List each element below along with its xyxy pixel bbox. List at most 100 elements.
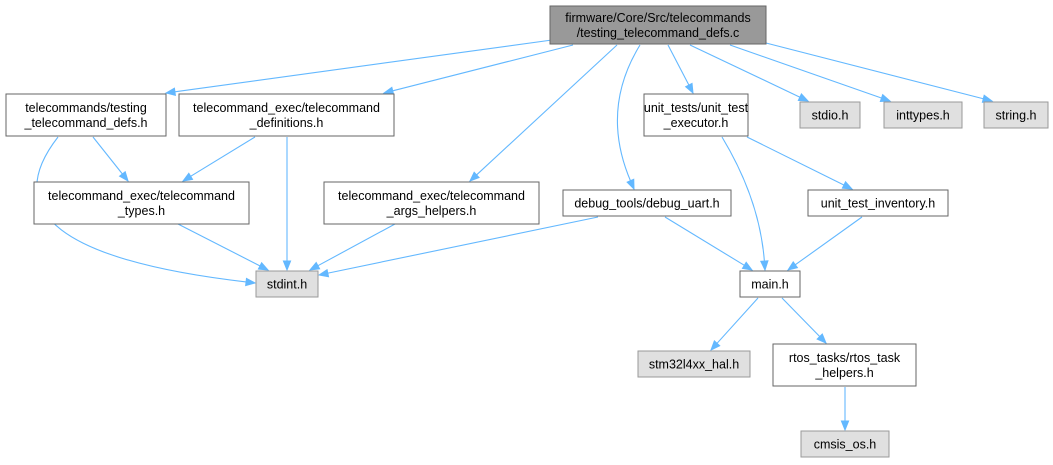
node-unit-test-executor-h[interactable]: unit_tests/unit_test_executor.h xyxy=(643,93,749,137)
node-label-line: string.h xyxy=(996,109,1037,123)
edge-main_h-to-rtos_task_helpers_h xyxy=(781,297,827,344)
node-box xyxy=(883,101,963,129)
edge-arrowhead xyxy=(382,86,395,95)
edge-line xyxy=(794,216,863,266)
edge-arrowhead xyxy=(626,178,635,191)
edge-line xyxy=(326,216,599,274)
edge-line xyxy=(173,39,553,93)
edge-debug_uart_h-to-main_h xyxy=(664,216,754,271)
node-label-line: unit_test_inventory.h xyxy=(821,197,935,211)
node-testing-defs-h[interactable]: telecommands/testing_telecommand_defs.h xyxy=(5,93,167,137)
node-label-line: _definitions.h xyxy=(249,116,324,130)
edge-telecommand_definitions_h-to-stdint_h xyxy=(282,137,292,272)
node-label-line: _args_helpers.h xyxy=(386,204,477,218)
edge-line xyxy=(729,44,883,99)
edge-root-to-testing_defs_h xyxy=(164,39,553,97)
node-label-line: telecommand_exec/telecommand xyxy=(48,189,235,203)
node-label-line: debug_tools/debug_uart.h xyxy=(574,197,719,211)
node-box xyxy=(772,343,917,387)
edge-line xyxy=(391,44,574,92)
node-telecommand-args-helpers-h[interactable]: telecommand_exec/telecommand_args_helper… xyxy=(323,181,540,225)
node-label-line: main.h xyxy=(751,278,789,292)
edges-layer xyxy=(36,39,994,432)
edge-root-to-inttypes_h xyxy=(729,44,892,102)
node-label-line: unit_tests/unit_test xyxy=(644,101,749,115)
node-telecommand-definitions-h[interactable]: telecommand_exec/telecommand_definitions… xyxy=(178,93,395,137)
node-cmsis-os-h: cmsis_os.h xyxy=(800,430,890,458)
edge-arrowhead xyxy=(164,87,177,97)
node-label-line: inttypes.h xyxy=(896,109,950,123)
node-inttypes-h: inttypes.h xyxy=(883,101,963,129)
edge-telecommand_definitions_h-to-telecommand_types_h xyxy=(181,136,256,182)
edge-arrowhead xyxy=(257,261,270,271)
node-main-h[interactable]: main.h xyxy=(739,270,801,298)
node-box xyxy=(33,181,250,225)
node-label-line: /testing_telecommand_defs.c xyxy=(577,26,740,40)
edge-arrowhead xyxy=(282,260,292,272)
edge-arrowhead xyxy=(308,261,321,271)
node-root[interactable]: firmware/Core/Src/telecommands/testing_t… xyxy=(549,5,767,45)
edge-testing_defs_h-to-telecommand_types_h xyxy=(92,136,129,183)
edge-arrowhead xyxy=(981,94,994,103)
node-label-line: cmsis_os.h xyxy=(814,438,877,452)
node-stdio-h: stdio.h xyxy=(799,101,861,129)
node-label-line: rtos_tasks/rtos_task xyxy=(789,351,901,365)
node-box xyxy=(637,350,751,378)
node-telecommand-types-h[interactable]: telecommand_exec/telecommand_types.h xyxy=(33,181,250,225)
edge-arrowhead xyxy=(797,93,810,102)
nodes-layer: firmware/Core/Src/telecommands/testing_t… xyxy=(5,5,1049,458)
node-label-line: telecommands/testing xyxy=(25,101,147,115)
node-stm32l4xx-hal-h: stm32l4xx_hal.h xyxy=(637,350,751,378)
edge-debug_uart_h-to-stdint_h xyxy=(317,216,599,278)
edge-unit_test_inventory_h-to-main_h xyxy=(786,216,863,271)
edge-root-to-telecommand_args_helpers_h xyxy=(469,44,618,182)
node-label-line: _executor.h xyxy=(663,116,729,130)
edge-unit_test_executor_h-to-unit_test_inventory_h xyxy=(746,136,854,190)
node-label-line: firmware/Core/Src/telecommands xyxy=(565,11,750,25)
edge-arrowhead xyxy=(684,82,694,95)
edge-line xyxy=(189,136,256,178)
node-rtos-task-helpers-h[interactable]: rtos_tasks/rtos_task_helpers.h xyxy=(772,343,917,387)
edge-line xyxy=(781,297,821,338)
edge-arrowhead xyxy=(317,268,330,278)
node-debug-uart-h[interactable]: debug_tools/debug_uart.h xyxy=(562,189,732,217)
edge-arrowhead xyxy=(786,260,799,271)
edge-root-to-telecommand_definitions_h xyxy=(382,44,574,95)
edge-line xyxy=(475,44,618,176)
node-unit-test-inventory-h[interactable]: unit_test_inventory.h xyxy=(807,189,949,217)
edge-line xyxy=(667,44,690,87)
edge-root-to-unit_test_executor_h xyxy=(667,44,694,95)
edge-arrowhead xyxy=(181,172,194,182)
edge-line xyxy=(746,136,846,186)
edge-line xyxy=(689,44,802,99)
edge-line xyxy=(616,44,641,182)
node-stdint-h: stdint.h xyxy=(255,270,319,298)
edge-arrowhead xyxy=(841,180,854,190)
edge-line xyxy=(721,136,765,263)
node-label-line: _telecommand_defs.h xyxy=(24,116,148,130)
edge-line xyxy=(36,136,248,283)
node-box xyxy=(323,181,540,225)
edge-arrowhead xyxy=(816,333,827,344)
edge-testing_defs_h-to-stdint_h xyxy=(36,136,257,287)
edge-line xyxy=(92,136,124,176)
edge-arrowhead xyxy=(759,260,769,272)
edge-line xyxy=(715,297,759,345)
node-box xyxy=(255,270,319,298)
node-box xyxy=(178,93,395,137)
edge-line xyxy=(316,223,396,267)
edge-arrowhead xyxy=(840,420,850,432)
edge-telecommand_types_h-to-stdint_h xyxy=(177,223,270,271)
edge-root-to-string_h xyxy=(765,42,994,103)
edge-arrowhead xyxy=(741,261,754,271)
node-label-line: stm32l4xx_hal.h xyxy=(649,358,739,372)
node-box xyxy=(799,101,861,129)
edge-line xyxy=(765,42,985,100)
edge-arrowhead xyxy=(118,170,129,183)
node-box xyxy=(549,5,767,45)
edge-arrowhead xyxy=(879,93,892,102)
node-label-line: stdint.h xyxy=(267,278,307,292)
edge-line xyxy=(177,223,262,267)
node-string-h: string.h xyxy=(983,101,1049,129)
node-label-line: _types.h xyxy=(117,204,165,218)
